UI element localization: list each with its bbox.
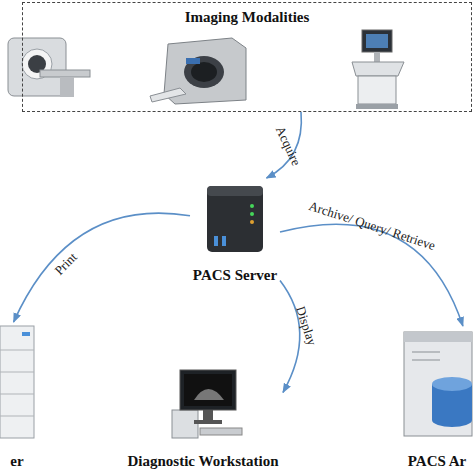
- ultrasound-icon: [352, 30, 404, 109]
- flow-arrow: [280, 281, 300, 393]
- edge-label: Archive/ Query/ Retrieve: [307, 198, 438, 254]
- printer-icon: [0, 326, 34, 438]
- node-label: Diagnostic Workstation: [128, 453, 279, 470]
- node-label: PACS Server: [193, 267, 277, 284]
- server-node: PACS Server: [190, 178, 280, 286]
- server-icon: [207, 186, 263, 252]
- archive-server-icon: [404, 332, 472, 436]
- flow-arrow: [14, 213, 190, 322]
- archive-node: PACS Ar: [400, 326, 474, 472]
- workstation-icon: [172, 370, 242, 438]
- workstation-node: Diagnostic Workstation: [123, 366, 283, 472]
- edge-label: Display: [292, 304, 320, 347]
- node-label: er: [10, 453, 23, 470]
- edge-label: Acquire: [272, 124, 304, 169]
- modality-group: Imaging Modalities: [22, 2, 472, 112]
- ct-scanner-icon: [8, 38, 90, 97]
- node-label: PACS Ar: [408, 453, 466, 470]
- printer-node: er: [0, 322, 34, 472]
- edge-label: Print: [51, 249, 80, 278]
- node-label: Imaging Modalities: [185, 9, 310, 26]
- mri-scanner-icon: [150, 38, 246, 104]
